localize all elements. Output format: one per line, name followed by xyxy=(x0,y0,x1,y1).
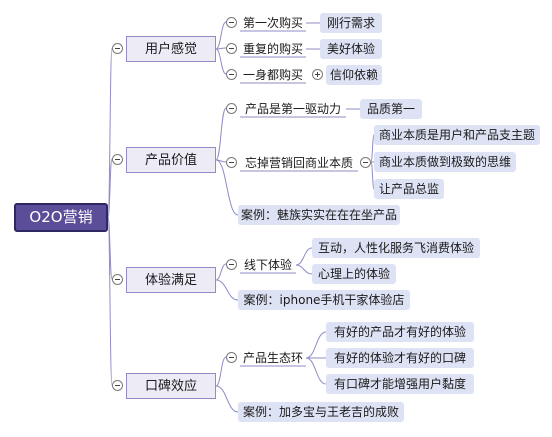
leaf-interactive-service[interactable]: 互动，人性化服务飞消费体验 xyxy=(312,238,480,258)
leaf-product-director[interactable]: 让产品总监 xyxy=(374,179,444,199)
connector-b0-c1 xyxy=(215,47,227,50)
subtopic-back-to-business-essence[interactable]: 忘掉营销回商业本质 xyxy=(244,156,353,170)
subtopic-offline-experience[interactable]: 线下体验 xyxy=(243,258,292,272)
collapse-toggle-b0-c0-icon[interactable] xyxy=(226,17,237,28)
branch-topic-product-value[interactable]: 产品价值 xyxy=(126,147,216,173)
collapse-toggle-b1-c1-right-icon[interactable] xyxy=(360,157,371,168)
connector-b2-c0-l1 xyxy=(295,264,313,275)
collapse-toggle-b1-c0-icon[interactable] xyxy=(226,103,237,114)
leaf-good-experience-good-reputation[interactable]: 有好的体验才有好的口碑 xyxy=(326,348,474,368)
connector-root-b2 xyxy=(107,216,113,280)
connector-b3-c0 xyxy=(215,356,227,387)
root-topic[interactable]: O2O营销 xyxy=(14,203,108,232)
leaf-good-experience[interactable]: 美好体验 xyxy=(320,39,382,59)
collapse-toggle-b0-c1-icon[interactable] xyxy=(226,43,237,54)
leaf-case-jiaduobao[interactable]: 案例：加多宝与王老吉的成败 xyxy=(238,402,404,422)
collapse-toggle-b2-c0-icon[interactable] xyxy=(226,259,237,270)
connector-b3-c0-l2 xyxy=(305,357,327,385)
connector-b0-c2 xyxy=(215,48,227,75)
collapse-toggle-branch-3-icon[interactable] xyxy=(112,380,123,391)
branch-topic-word-of-mouth[interactable]: 口碑效应 xyxy=(126,373,216,399)
expand-toggle-b0-c2-icon[interactable] xyxy=(312,69,323,80)
leaf-quality-first[interactable]: 品质第一 xyxy=(360,99,422,119)
subtopic-product-ecosystem[interactable]: 产品生态环 xyxy=(242,351,303,365)
connector-b2-c0-l0 xyxy=(295,247,313,266)
collapse-toggle-branch-0-icon[interactable] xyxy=(112,43,123,54)
connector-b1-c2 xyxy=(215,159,239,216)
branch-topic-experience[interactable]: 体验满足 xyxy=(126,267,216,293)
connector-b2-c0 xyxy=(215,263,227,281)
connector-b2-c1 xyxy=(215,279,239,301)
leaf-essence-extreme-thinking[interactable]: 商业本质做到极致的思维 xyxy=(374,152,516,172)
leaf-psychological-experience[interactable]: 心理上的体验 xyxy=(312,264,396,284)
leaf-belief-dependence[interactable]: 信仰依赖 xyxy=(326,65,382,85)
connector-root-b1 xyxy=(107,158,113,218)
collapse-toggle-branch-2-icon[interactable] xyxy=(112,274,123,285)
subtopic-repeat-purchase[interactable]: 重复的购买 xyxy=(242,42,303,56)
leaf-case-iphone-store[interactable]: 案例：iphone手机干家体验店 xyxy=(238,290,410,310)
connector-b1-c1-l2 xyxy=(370,161,375,190)
collapse-toggle-b0-c2-icon[interactable] xyxy=(226,69,237,80)
connector-b1-c0 xyxy=(215,107,227,161)
connector-b1-c1-l0 xyxy=(370,134,375,163)
collapse-toggle-b3-c0-icon[interactable] xyxy=(226,352,237,363)
leaf-essence-user-product[interactable]: 商业本质是用户和产品支主题 xyxy=(374,125,540,145)
branch-topic-user-feeling[interactable]: 用户感觉 xyxy=(126,36,216,62)
connector-b0-c0 xyxy=(215,21,227,50)
subtopic-lifetime-purchase[interactable]: 一身都购买 xyxy=(242,68,303,82)
leaf-reputation-user-stickiness[interactable]: 有口碑才能增强用户黏度 xyxy=(326,374,474,394)
collapse-toggle-b1-c1-icon[interactable] xyxy=(226,157,237,168)
leaf-case-meizu[interactable]: 案例：魅族实实在在在坐产品 xyxy=(238,205,400,225)
leaf-rigid-demand[interactable]: 刚行需求 xyxy=(320,13,382,33)
connector-root-b3 xyxy=(107,216,113,386)
connector-b3-c1 xyxy=(215,385,239,413)
subtopic-first-purchase[interactable]: 第一次购买 xyxy=(242,16,303,30)
subtopic-product-first-driver[interactable]: 产品是第一驱动力 xyxy=(244,102,341,116)
leaf-good-product-good-experience[interactable]: 有好的产品才有好的体验 xyxy=(326,322,474,342)
connector-b3-c0-l0 xyxy=(305,331,327,359)
collapse-toggle-branch-1-icon[interactable] xyxy=(112,154,123,165)
